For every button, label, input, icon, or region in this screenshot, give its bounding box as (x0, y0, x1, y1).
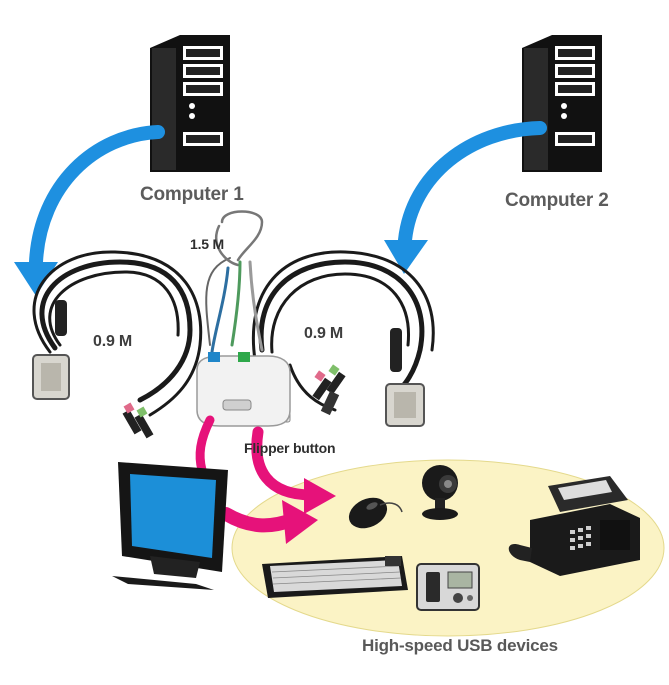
pink-arrow-head-2 (282, 500, 318, 544)
computer-2-tower-icon (522, 35, 602, 172)
cable-right-length-label: 0.9 M (304, 325, 344, 342)
monitor-icon (112, 462, 228, 590)
mouse-icon (348, 497, 403, 529)
ferrite-right (390, 328, 402, 372)
arrow-computer-1-head (14, 262, 58, 296)
cable-left-icon (32, 250, 231, 417)
pink-arrow-head-1 (304, 478, 336, 514)
audio-plugs-left (122, 402, 154, 439)
arrow-computer-2-head (384, 240, 428, 274)
cable-main-icon (210, 210, 264, 354)
cable-right-icon (252, 250, 435, 412)
webcam-icon (422, 465, 458, 520)
keyboard-icon (262, 556, 408, 598)
cable-main-length-label: 1.5 M (190, 236, 225, 252)
computer-1-label: Computer 1 (140, 184, 244, 205)
computer-2-label: Computer 2 (505, 190, 609, 211)
audio-plugs-right (312, 364, 346, 416)
ferrite-left (55, 300, 67, 336)
mp3-player-icon (416, 563, 480, 611)
computer-1-tower-icon (150, 35, 230, 172)
flipper-button-label: Flipper button (244, 440, 336, 456)
cable-left-length-label: 0.9 M (93, 333, 133, 350)
arrow-computer-1 (29, 125, 165, 269)
kvm-switch-icon (196, 352, 291, 427)
fax-machine-icon (508, 476, 640, 576)
usb-devices-label: High-speed USB devices (362, 636, 558, 655)
arrow-computer-2 (398, 121, 547, 247)
